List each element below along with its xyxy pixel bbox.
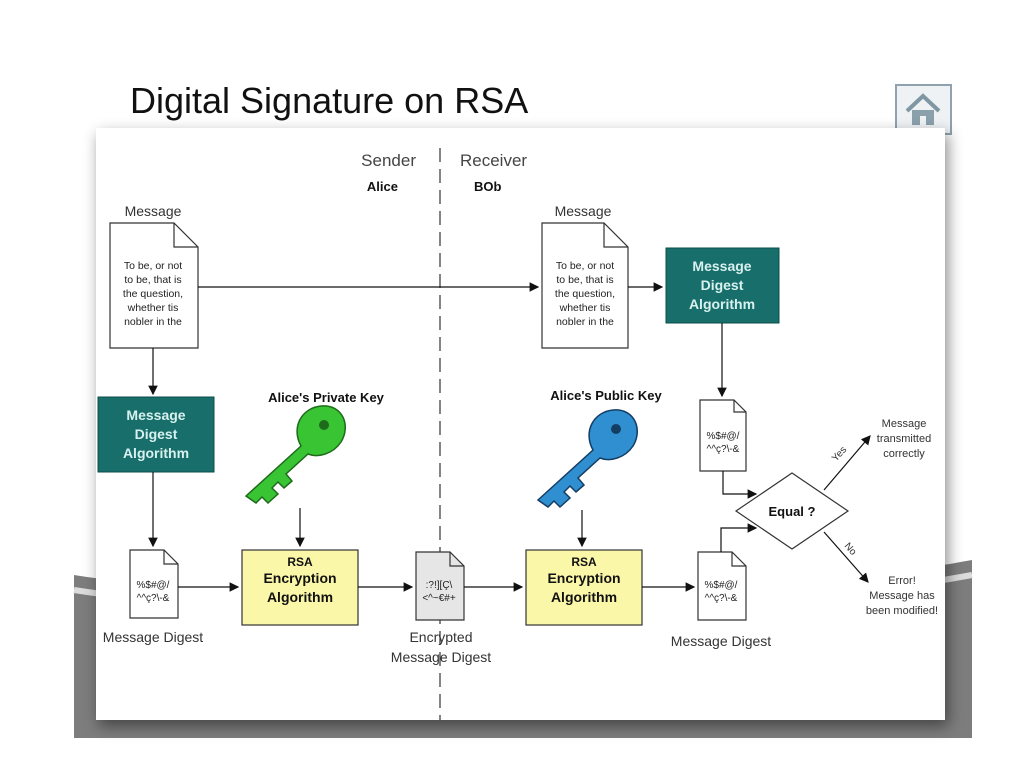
receiver-digest-algo-line: Algorithm — [689, 296, 755, 312]
receiver-message-digest-label: Message Digest — [671, 633, 771, 649]
receiver-message-document — [541, 222, 629, 349]
sender-digest-line: %$#@/ — [137, 580, 170, 591]
receiver-message-line: nobler in the — [556, 316, 614, 328]
public-key-icon — [536, 409, 638, 509]
sender-rsa-line: RSA — [287, 555, 313, 569]
receiver-digest-top-line: ^^ç?\-& — [707, 444, 740, 455]
home-button[interactable] — [895, 84, 952, 135]
diagram-panel: Sender Alice Receiver BOb Message To be,… — [96, 128, 945, 720]
encrypted-digest-label: Encrypted — [409, 629, 472, 645]
slide-title: Digital Signature on RSA — [130, 80, 529, 121]
private-key-icon — [244, 405, 346, 505]
sender-message-line: whether tis — [127, 302, 179, 314]
receiver-name: BOb — [474, 179, 502, 194]
arrow-yes — [823, 435, 871, 491]
sender-message-line: nobler in the — [124, 316, 182, 328]
sender-label: Sender — [361, 151, 416, 170]
private-key-label: Alice's Private Key — [268, 390, 385, 405]
receiver-rsa-line: RSA — [571, 555, 597, 569]
receiver-message-label: Message — [555, 203, 612, 219]
sender-rsa-line: Algorithm — [267, 589, 333, 605]
receiver-label: Receiver — [460, 151, 527, 170]
arrow-top-digest-to-equal — [722, 471, 758, 499]
receiver-digest-document-bottom — [697, 551, 747, 621]
sender-message-line: To be, or not — [124, 260, 182, 272]
sender-digest-algo-line: Digest — [135, 426, 178, 442]
error-text: Message has — [869, 590, 935, 602]
receiver-rsa-line: Encryption — [547, 570, 620, 586]
sender-name: Alice — [367, 179, 398, 194]
sender-message-digest-label: Message Digest — [103, 629, 203, 645]
sender-digest-line: ^^ç?\-& — [137, 593, 170, 604]
error-text: been modified! — [866, 605, 938, 617]
receiver-digest-bottom-line: %$#@/ — [705, 580, 738, 591]
receiver-rsa-line: Algorithm — [551, 589, 617, 605]
diagram-canvas: Sender Alice Receiver BOb Message To be,… — [97, 148, 938, 720]
receiver-message-line: To be, or not — [556, 260, 614, 272]
error-text: Error! — [888, 575, 916, 587]
success-text: transmitted — [877, 433, 931, 445]
receiver-digest-algorithm-box — [665, 247, 780, 324]
receiver-digest-bottom-line: ^^ç?\-& — [705, 593, 738, 604]
receiver-message-line: to be, that is — [556, 274, 613, 286]
arrow-bottom-digest-to-equal — [720, 523, 758, 552]
receiver-message-line: whether tis — [559, 302, 611, 314]
arrow-no — [823, 531, 869, 583]
sender-digest-algorithm-box — [97, 396, 215, 473]
sender-rsa-box — [241, 549, 359, 626]
sender-message-document — [109, 222, 199, 349]
encrypted-digest-label: Message Digest — [391, 649, 491, 665]
public-key-label: Alice's Public Key — [550, 388, 662, 403]
sender-digest-algo-line: Algorithm — [123, 445, 189, 461]
receiver-digest-algo-line: Message — [692, 258, 751, 274]
yes-label: Yes — [830, 445, 849, 464]
sender-message-label: Message — [125, 203, 182, 219]
encrypted-digest-line: :?!][Ç\ — [426, 580, 453, 591]
sender-message-line: the question, — [123, 288, 183, 300]
encrypted-digest-document — [415, 551, 465, 621]
sender-digest-document — [129, 549, 179, 619]
sender-message-line: to be, that is — [124, 274, 181, 286]
equal-label: Equal ? — [769, 504, 816, 519]
sender-rsa-line: Encryption — [263, 570, 336, 586]
receiver-digest-top-line: %$#@/ — [707, 431, 740, 442]
success-text: Message — [882, 418, 927, 430]
receiver-message-line: the question, — [555, 288, 615, 300]
receiver-digest-document-top — [699, 399, 747, 472]
sender-digest-algo-line: Message — [126, 407, 185, 423]
success-text: correctly — [883, 448, 925, 460]
receiver-digest-algo-line: Digest — [701, 277, 744, 293]
encrypted-digest-line: <^~€#+ — [422, 593, 455, 604]
home-icon — [905, 93, 941, 125]
